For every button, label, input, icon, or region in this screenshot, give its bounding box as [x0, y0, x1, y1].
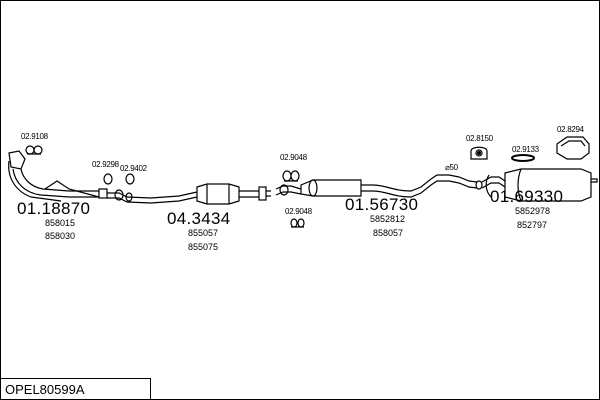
rear-silencer-part	[481, 168, 598, 202]
accessory-label: 02.9108	[21, 132, 48, 141]
accessory-label: 02.8150	[466, 134, 493, 143]
diagram-title: OPEL80599A	[1, 378, 151, 399]
middle-silencer-part	[275, 174, 483, 198]
pipe-diameter-label: ⌀50	[445, 163, 458, 172]
catalyst-code: 04.3434	[167, 209, 231, 228]
rear-silencer-ref-2: 852797	[517, 220, 548, 230]
rubber-mount-icon	[470, 146, 488, 160]
accessory-fill	[477, 151, 481, 155]
rear-silencer-ref-1: 5852978	[515, 206, 551, 216]
catalyst-part	[196, 183, 271, 205]
middle-silencer-ref-2: 858057	[373, 228, 404, 238]
clamp-icon	[25, 145, 43, 155]
accessory-label: 02.9298	[92, 160, 119, 169]
clamp-icon	[103, 173, 135, 185]
accessory-label: 02.9048	[280, 153, 307, 162]
clamp-icon	[282, 170, 300, 182]
strap-icon	[556, 136, 590, 160]
front-pipe-part	[8, 150, 108, 202]
front-pipe-code: 01.18870	[17, 199, 91, 218]
clamp-icon	[290, 218, 305, 228]
accessory-label: 02.8294	[557, 125, 584, 134]
catalyst-ref-2: 855075	[188, 242, 219, 252]
middle-silencer-ref-1: 5852812	[370, 214, 406, 224]
middle-silencer-code: 01.56730	[345, 195, 419, 214]
front-pipe-ref-2: 858030	[45, 231, 76, 241]
accessory-label: 02.9402	[120, 164, 147, 173]
accessory-label: 02.9133	[512, 145, 539, 154]
front-pipe-ref-1: 858015	[45, 218, 76, 228]
ring-icon	[511, 154, 535, 162]
rear-silencer-code: 01.69330	[490, 187, 564, 206]
link-pipe-part	[107, 189, 198, 204]
catalyst-ref-1: 855057	[188, 228, 219, 238]
accessory-label: 02.9048	[285, 207, 312, 216]
